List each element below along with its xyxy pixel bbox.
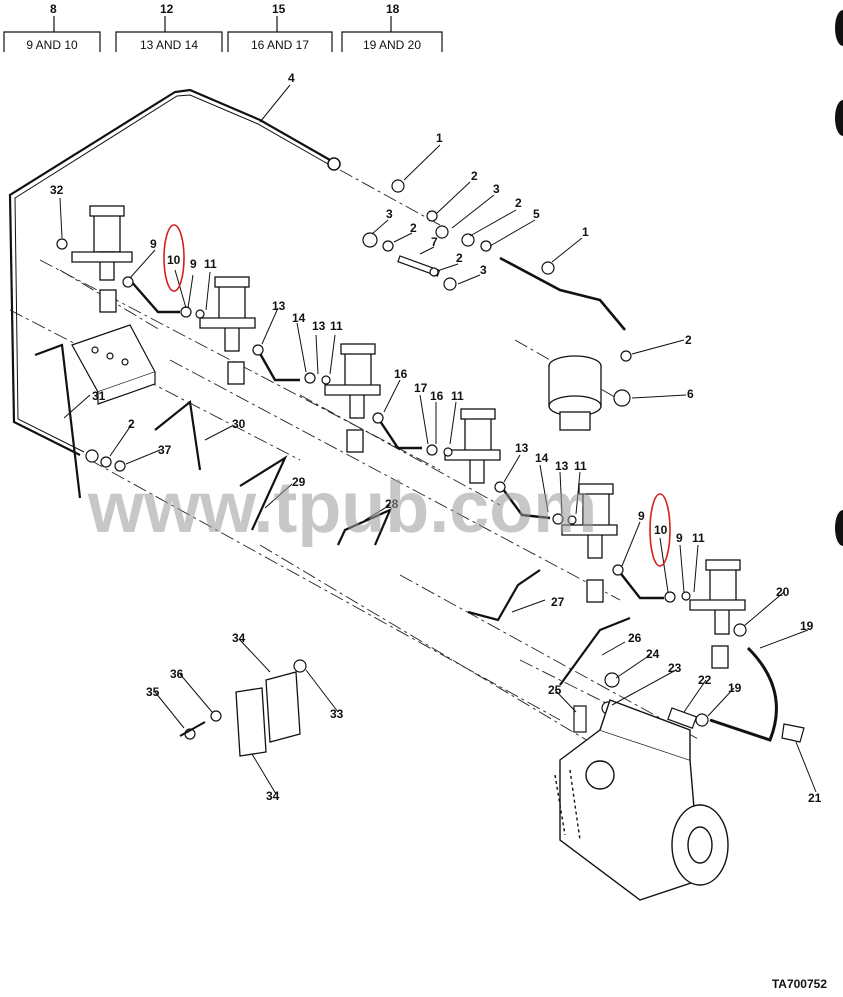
- fuel-filter: [548, 355, 602, 431]
- callout-9: 2: [456, 251, 463, 265]
- callout-40: 29: [292, 475, 306, 489]
- tube-clamp: [179, 671, 301, 757]
- injection-pump: [554, 699, 729, 901]
- callout-35: 11: [692, 531, 705, 545]
- callout-11: 1: [582, 225, 589, 239]
- callout-49: 20: [776, 585, 790, 599]
- callout-46: 25: [548, 683, 562, 697]
- callout-37: 2: [128, 417, 135, 431]
- callout-33: 10: [654, 523, 668, 537]
- callout-34: 9: [676, 531, 683, 545]
- callout-36: 31: [92, 389, 106, 403]
- callout-38: 37: [158, 443, 172, 457]
- callout-47: 22: [698, 673, 712, 687]
- callout-55: 35: [146, 685, 160, 699]
- callout-32: 9: [638, 509, 645, 523]
- injector-2: [199, 276, 256, 352]
- ref-label-2: 13 AND 14: [139, 38, 199, 52]
- callout-30: 13: [555, 459, 569, 473]
- callout-26: 16: [430, 389, 444, 403]
- callout-39: 30: [232, 417, 246, 431]
- callout-28: 13: [515, 441, 529, 455]
- ref-label-3: 16 AND 17: [250, 38, 310, 52]
- callout-5: 5: [533, 207, 540, 221]
- injector-5: [561, 483, 618, 559]
- callout-43: 26: [628, 631, 642, 645]
- callout-22: 13: [312, 319, 326, 333]
- ref-number-3: 15: [272, 2, 286, 16]
- callout-14: 4: [288, 71, 295, 85]
- injector-1: [71, 205, 133, 281]
- tube-4: [8, 88, 331, 456]
- fittings: [56, 179, 805, 743]
- callout-31: 11: [574, 459, 587, 473]
- ref-number-2: 12: [160, 2, 174, 16]
- callout-labels: 1 2 3 2 5 3 2 7 2 3 1 2 6 4 32 9 10 9 11…: [50, 71, 822, 805]
- ref-label-1: 9 AND 10: [26, 38, 78, 52]
- callout-6: 3: [386, 207, 393, 221]
- callout-44: 24: [646, 647, 660, 661]
- callout-18: 9: [190, 257, 197, 271]
- callout-27: 11: [451, 389, 464, 403]
- callout-48: 19: [728, 681, 742, 695]
- hose-20: [709, 646, 778, 742]
- callout-8: 7: [431, 235, 438, 249]
- callout-24: 16: [394, 367, 408, 381]
- callout-21: 14: [292, 311, 306, 325]
- leader-lines: [59, 84, 817, 795]
- callout-45: 23: [668, 661, 682, 675]
- callout-53: 33: [330, 707, 344, 721]
- callout-52: 34: [232, 631, 246, 645]
- manifold-block: [71, 324, 156, 405]
- callout-50: 19: [800, 619, 814, 633]
- callout-3: 3: [493, 182, 500, 196]
- callout-56: 34: [266, 789, 280, 803]
- callout-19: 11: [204, 257, 217, 271]
- injector-4: [444, 408, 501, 484]
- highlight-markers: [163, 224, 671, 567]
- header-brackets: [3, 16, 443, 52]
- ref-number-1: 8: [50, 2, 57, 16]
- ref-label-4: 19 AND 20: [362, 38, 422, 52]
- callout-10: 3: [480, 263, 487, 277]
- callout-23: 11: [330, 319, 343, 333]
- callout-17: 10: [167, 253, 181, 267]
- figure-id: TA700752: [771, 977, 827, 991]
- callout-1: 1: [436, 131, 443, 145]
- callout-20: 13: [272, 299, 286, 313]
- callout-25: 17: [414, 381, 428, 395]
- return-lines: [34, 343, 631, 686]
- callout-4: 2: [515, 196, 522, 210]
- highlight-ellipse-2: [649, 493, 671, 567]
- callout-15: 32: [50, 183, 64, 197]
- injector-3: [324, 343, 381, 419]
- supply-line: [499, 256, 626, 331]
- callout-12: 2: [685, 333, 692, 347]
- callout-29: 14: [535, 451, 549, 465]
- ref-number-4: 18: [386, 2, 400, 16]
- callout-41: 28: [385, 497, 399, 511]
- injectors: [71, 205, 746, 669]
- callout-16: 9: [150, 237, 157, 251]
- callout-42: 27: [551, 595, 565, 609]
- callout-2: 2: [471, 169, 478, 183]
- tube-4-nut: [327, 157, 341, 171]
- callout-7: 2: [410, 221, 417, 235]
- callout-54: 36: [170, 667, 184, 681]
- callout-51: 21: [808, 791, 822, 805]
- jumper-tubes: [129, 279, 664, 600]
- injector-6: [689, 559, 746, 635]
- highlight-ellipse-1: [163, 224, 185, 292]
- watermark-text: www.tpub.com: [87, 468, 597, 548]
- callout-13: 6: [687, 387, 694, 401]
- edge-marks: [835, 10, 843, 546]
